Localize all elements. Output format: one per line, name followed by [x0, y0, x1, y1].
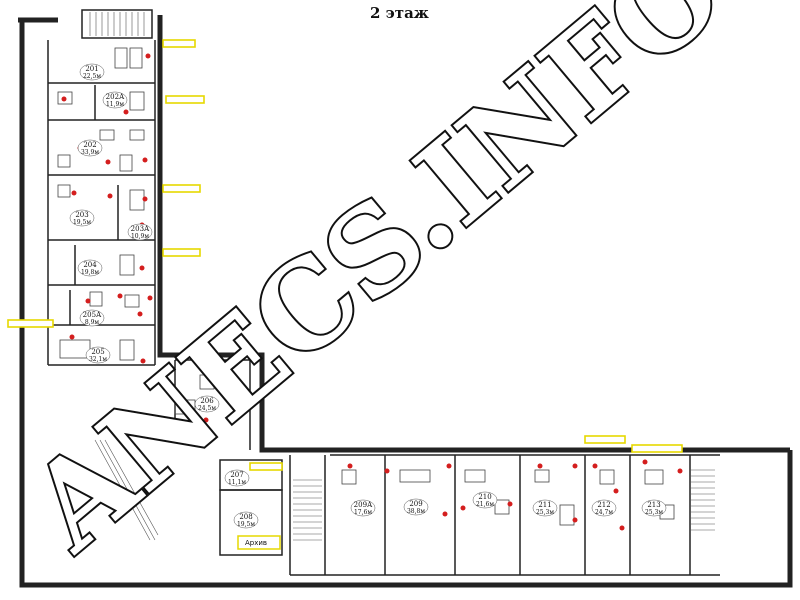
- room-number: 209: [409, 500, 422, 508]
- room-area: 33,9м: [81, 149, 99, 156]
- room-badge: [69, 209, 95, 227]
- archive-label: Архив: [245, 539, 267, 547]
- room-badge: [591, 499, 617, 517]
- room-area: 21,6м: [476, 501, 494, 508]
- room-number: 203А: [131, 225, 150, 233]
- room-area: 25,3м: [645, 509, 663, 516]
- room-badge: [77, 259, 103, 277]
- room-badge: [224, 469, 250, 487]
- room-area: 19,5м: [237, 521, 255, 528]
- room-area: 22,5м: [83, 73, 101, 80]
- room-number: 213: [647, 501, 660, 509]
- room-number: 208: [239, 513, 252, 521]
- room-number: 210: [478, 493, 491, 501]
- window-tags: [7, 39, 683, 471]
- room-badge: [641, 499, 667, 517]
- room-number: 205А: [83, 311, 102, 319]
- room-area: 24,7м: [595, 509, 613, 516]
- room-number: 202А: [106, 93, 125, 101]
- room-badge: [472, 491, 498, 509]
- room-number: 211: [538, 501, 551, 509]
- archive-tag: [237, 535, 281, 550]
- room-badge: [532, 499, 558, 517]
- room-area: 25,3м: [536, 509, 554, 516]
- room-number: 207: [230, 471, 243, 479]
- outer-walls: [18, 15, 793, 588]
- room-number: 203: [75, 211, 88, 219]
- room-area: 8,9м: [85, 319, 100, 326]
- room-area: 11,9м: [106, 101, 124, 108]
- stairs-top: [89, 12, 145, 36]
- room-area: 17,6м: [354, 509, 372, 516]
- room-badge: [79, 63, 105, 81]
- room-badge: [127, 223, 153, 241]
- room-number: 204: [83, 261, 97, 269]
- room-number: 212: [597, 501, 610, 509]
- room-number: 209А: [354, 501, 373, 509]
- room-number: 205: [91, 348, 104, 356]
- room-badge: [102, 91, 128, 109]
- room-badge: [77, 139, 103, 157]
- room-area: 38,8м: [407, 508, 425, 515]
- room-badge: [85, 346, 111, 364]
- room-area: 32,1м: [89, 356, 107, 363]
- room-badge: [79, 309, 105, 327]
- room-number: 202: [83, 141, 96, 149]
- stairs-bottom: [94, 439, 715, 541]
- equipment-markers: [61, 53, 683, 531]
- room-area: 10,9м: [131, 233, 149, 240]
- inner-walls: [47, 9, 720, 576]
- room-labels: 20122,5м202А11,9м20233,9м20319,5м203А10,…: [69, 63, 667, 529]
- room-area: 11,1м: [228, 479, 246, 486]
- room-area: 19,5м: [73, 219, 91, 226]
- room-badge: [350, 499, 376, 517]
- room-badge: [403, 498, 429, 516]
- room-area: 19,8м: [81, 269, 99, 276]
- floor-title: 2 этаж: [370, 4, 429, 22]
- room-badge: [233, 511, 259, 529]
- room-number: 206: [200, 397, 214, 405]
- room-number: 201: [85, 65, 98, 73]
- room-area: 24,5м: [198, 405, 216, 412]
- room-badge: [194, 395, 220, 413]
